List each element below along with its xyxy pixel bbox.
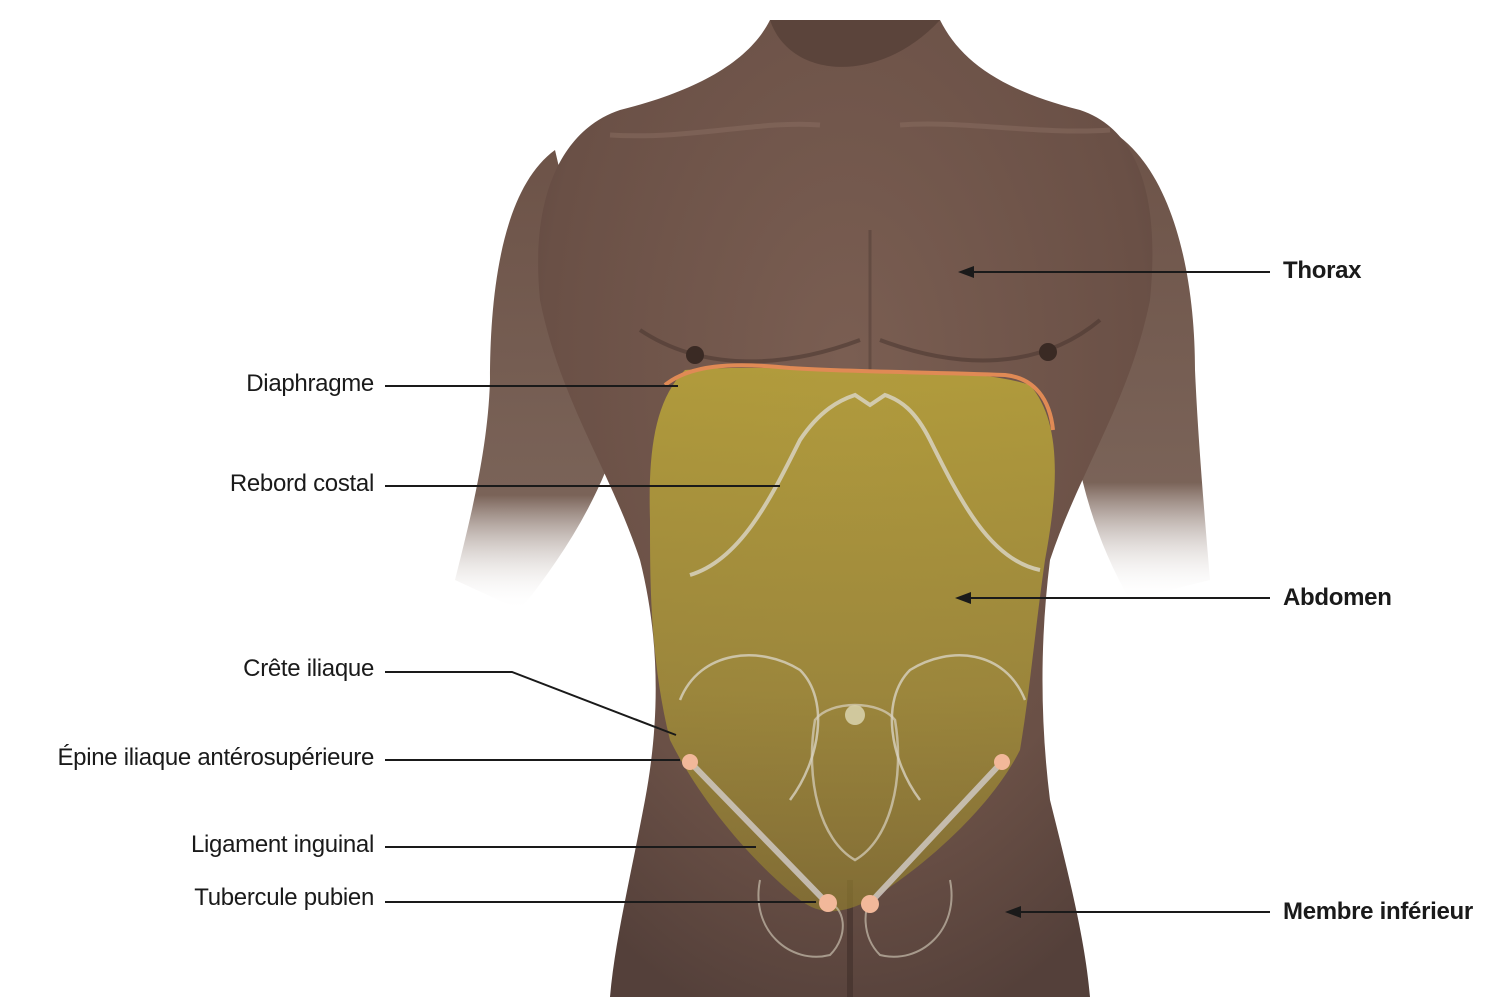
label-diaphragme: Diaphragme (246, 370, 374, 398)
pubic-tubercle-right-dot (861, 895, 879, 913)
pubic-tubercle-left-dot (819, 894, 837, 912)
asis-right-dot (994, 754, 1010, 770)
left-nipple (686, 346, 704, 364)
label-thorax: Thorax (1283, 257, 1361, 285)
label-rebord-costal: Rebord costal (230, 470, 374, 498)
umbilicus (845, 705, 865, 725)
asis-left-dot (682, 754, 698, 770)
right-nipple (1039, 343, 1057, 361)
label-membre-inferieur: Membre inférieur (1283, 898, 1473, 926)
label-abdomen: Abdomen (1283, 584, 1392, 612)
label-tubercule-pubien: Tubercule pubien (194, 884, 374, 912)
leader-crete-iliaque (385, 672, 676, 735)
label-crete-iliaque: Crête iliaque (243, 655, 374, 683)
label-ligament-inguinal: Ligament inguinal (191, 831, 374, 859)
label-epine-iliaque: Épine iliaque antérosupérieure (57, 744, 374, 772)
